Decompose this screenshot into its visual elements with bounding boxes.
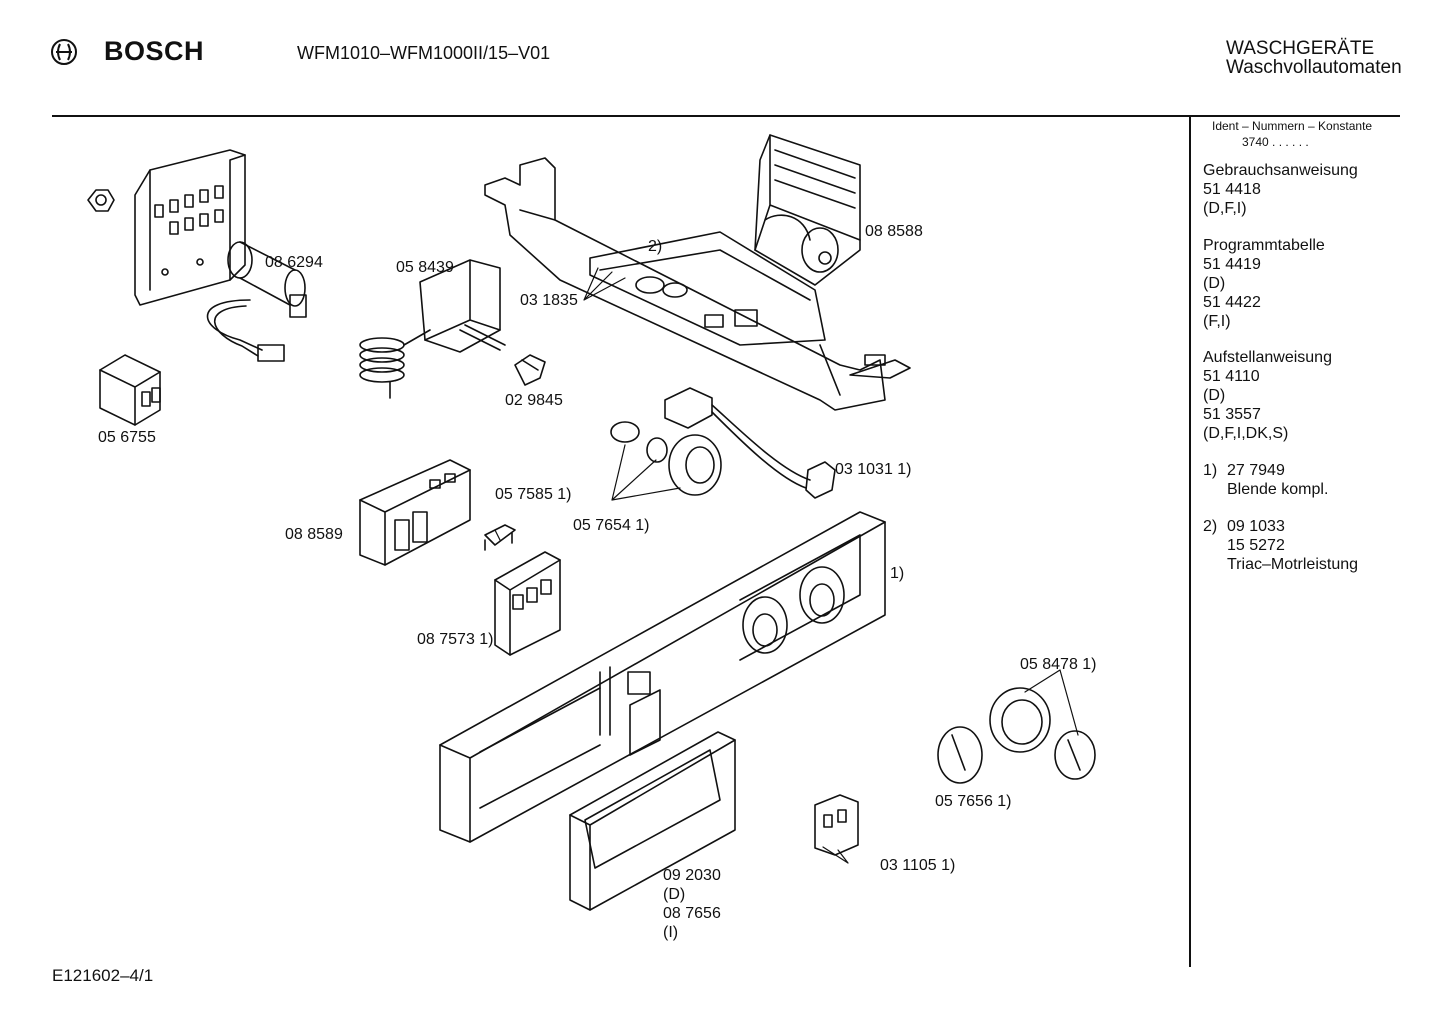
bracket-board-part (484, 157, 911, 411)
part-label: 05 7585 1) (495, 486, 572, 503)
part-label: 05 8439 (396, 259, 454, 276)
part-label: 08 7656 (663, 905, 721, 922)
part-label: 09 2030 (663, 867, 721, 884)
part-label: 08 8588 (865, 223, 923, 240)
part-label: 08 6294 (265, 254, 323, 271)
part-label: 02 9845 (505, 392, 563, 409)
doc-group-aufstellanweisung: Aufstellanweisung 51 4110 (D) 51 3557 (D… (1203, 348, 1332, 443)
doc-group-title: Programmtabelle (1203, 237, 1325, 254)
category-subtitle: Waschvollautomaten (1226, 57, 1402, 78)
doc-group-line: 51 4422 (1203, 294, 1261, 311)
doc-group-programmtabelle: Programmtabelle 51 4419 (D) 51 4422 (F,I… (1203, 236, 1325, 331)
programmer-timer-part (754, 134, 861, 286)
part-label: 2) (648, 238, 662, 255)
note-line: Triac–Motrleistung (1227, 556, 1359, 573)
brand-name: BOSCH (104, 36, 205, 66)
flap-part (569, 731, 736, 911)
doc-group-line: 51 4418 (1203, 181, 1261, 198)
doc-group-line: (D,F,I) (1203, 200, 1247, 217)
doc-group-line: (D,F,I,DK,S) (1203, 425, 1289, 442)
note-line: 27 7949 (1227, 462, 1285, 479)
part-label: 03 1031 1) (835, 461, 912, 478)
nut-part (87, 189, 115, 212)
category-title: WASCHGERÄTE (1226, 38, 1375, 59)
model-number: WFM1010–WFM1000II/15–V01 (297, 43, 551, 63)
note-1: 1) 27 7949 Blende kompl. (1203, 461, 1328, 499)
note-line: 09 1033 (1227, 518, 1285, 535)
cable-connector-part (664, 387, 836, 499)
capacitor-part (206, 241, 307, 362)
doc-group-gebrauchsanweisung: Gebrauchsanweisung 51 4418 (D,F,I) (1203, 161, 1358, 218)
doc-group-line: 51 4110 (1203, 368, 1260, 385)
sidebar-divider (1189, 117, 1191, 967)
doc-group-line: (D) (1203, 387, 1226, 404)
doc-group-title: Gebrauchsanweisung (1203, 162, 1358, 179)
note-2: 2) 09 1033 15 5272 Triac–Motrleistung (1203, 517, 1358, 574)
lamp-holder-part (610, 421, 722, 496)
leader-lines (494, 267, 1079, 864)
knob-part (937, 687, 1096, 784)
part-label: 08 7573 1) (417, 631, 494, 648)
doc-group-line: 51 4419 (1203, 256, 1261, 273)
part-label: 05 7654 1) (573, 517, 650, 534)
ident-title: Ident – Nummern – Konstante (1212, 119, 1373, 133)
part-label: 1) (890, 565, 904, 582)
part-label: (D) (663, 886, 685, 903)
part-label: 03 1835 (520, 292, 578, 309)
exploded-parts-diagram: 08 6294 05 8439 03 1835 2) 08 8588 05 67… (87, 134, 1097, 941)
switch-block-part (494, 551, 561, 656)
connector-part (514, 354, 546, 386)
part-label: 03 1105 1) (880, 857, 955, 874)
note-marker: 2) (1203, 518, 1218, 535)
note-line: 15 5272 (1227, 537, 1285, 554)
part-label: 05 7656 1) (935, 793, 1012, 810)
small-switch-part (814, 794, 859, 856)
part-label: 08 8589 (285, 526, 343, 543)
doc-group-line: 51 3557 (1203, 406, 1261, 423)
power-module-part (359, 459, 471, 566)
part-label: 05 6755 (98, 429, 156, 446)
note-marker: 1) (1203, 462, 1218, 479)
transformer-part (99, 354, 161, 426)
doc-group-line: (D) (1203, 275, 1226, 292)
mounting-plate-part (134, 149, 246, 306)
clip-part (484, 524, 516, 551)
note-line: Blende kompl. (1227, 481, 1329, 498)
front-panel-part (439, 511, 886, 843)
part-labels: 08 6294 05 8439 03 1835 2) 08 8588 05 67… (98, 223, 1097, 941)
part-label: 05 8478 1) (1020, 656, 1097, 673)
pressure-switch-part (359, 259, 506, 399)
doc-group-title: Aufstellanweisung (1203, 349, 1332, 366)
header-divider (52, 115, 1400, 117)
doc-group-line: (F,I) (1203, 313, 1231, 330)
drawing-id: E121602–4/1 (52, 966, 154, 985)
ident-value: 3740 . . . . . . (1242, 135, 1309, 149)
part-label: (I) (663, 924, 678, 941)
bosch-logo-icon (51, 39, 77, 65)
